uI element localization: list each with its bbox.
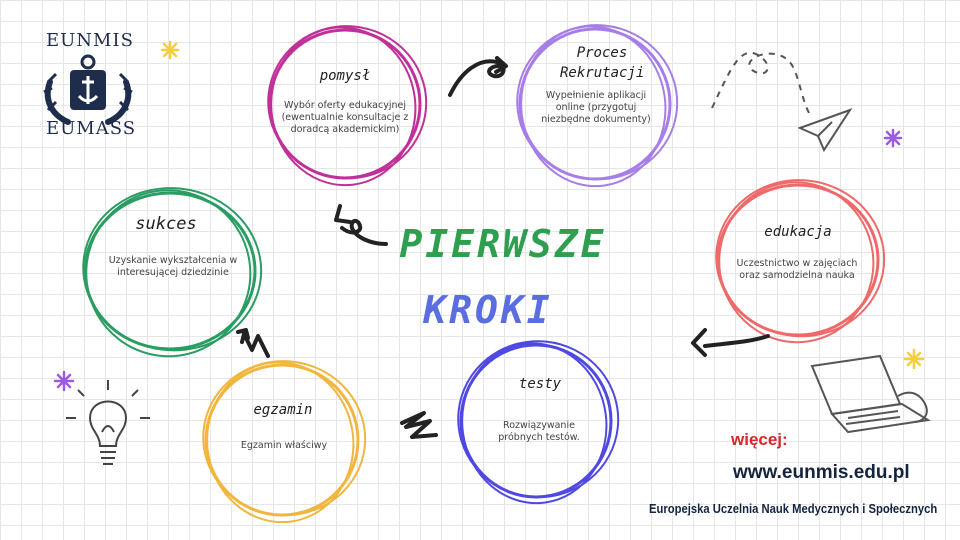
university-name: Europejska Uczelnia Nauk Medycznych i Sp… — [649, 502, 938, 516]
step-desc-testy: Rozwiązywanie próbnych testów. — [498, 420, 580, 443]
website-link[interactable]: www.eunmis.edu.pl — [733, 462, 910, 483]
arrow-icon — [400, 411, 438, 439]
center-title-line2: KROKI — [423, 288, 553, 332]
more-label: więcej: — [731, 430, 788, 449]
sparkle-icon — [53, 370, 75, 392]
laptop-icon — [810, 354, 931, 434]
step-desc-egzamin: Egzamin właściwy — [240, 440, 328, 451]
step-title-egzamin: egzamin — [253, 402, 313, 418]
step-title-pomysl: pomysł — [319, 68, 371, 84]
arrow-icon — [334, 204, 388, 246]
logo-top-text: EUNMIS — [46, 30, 134, 51]
step-desc-pomysl: Wybór oferty edukacyjnej (ewentualnie ko… — [281, 100, 409, 135]
step-title-testy: testy — [518, 376, 562, 392]
circle-pomysl — [267, 25, 428, 187]
sparkle-icon — [883, 128, 903, 148]
circle-egzamin — [202, 360, 367, 524]
arrow-icon — [691, 328, 770, 357]
step-desc-edukacja: Uczestnictwo w zajęciach oraz samodzieln… — [736, 258, 858, 281]
step-title-edukacja: edukacja — [764, 224, 832, 240]
step-title-sukces: sukces — [135, 214, 197, 234]
circle-proces — [516, 24, 679, 188]
step-desc-sukces: Uzyskanie wykształcenia w interesującej … — [108, 255, 238, 278]
step-title-proces: Proces Rekrutacji — [560, 45, 645, 81]
logo-bottom-text: EUMASS — [46, 118, 137, 139]
sparkle-icon — [903, 348, 925, 370]
step-desc-proces: Wypełnienie aplikacji online (przygotuj … — [541, 90, 651, 125]
arrow-icon — [236, 328, 270, 358]
anchor-logo-icon — [43, 54, 133, 125]
paper-plane-icon — [711, 52, 853, 153]
center-title-line1: PIERWSZE — [399, 222, 607, 266]
lightbulb-icon — [66, 380, 150, 465]
sparkle-icon — [160, 40, 180, 60]
circle-sukces — [82, 187, 263, 358]
arrow-icon — [448, 56, 508, 97]
circle-edukacja — [715, 179, 886, 344]
circle-testy — [457, 340, 620, 505]
